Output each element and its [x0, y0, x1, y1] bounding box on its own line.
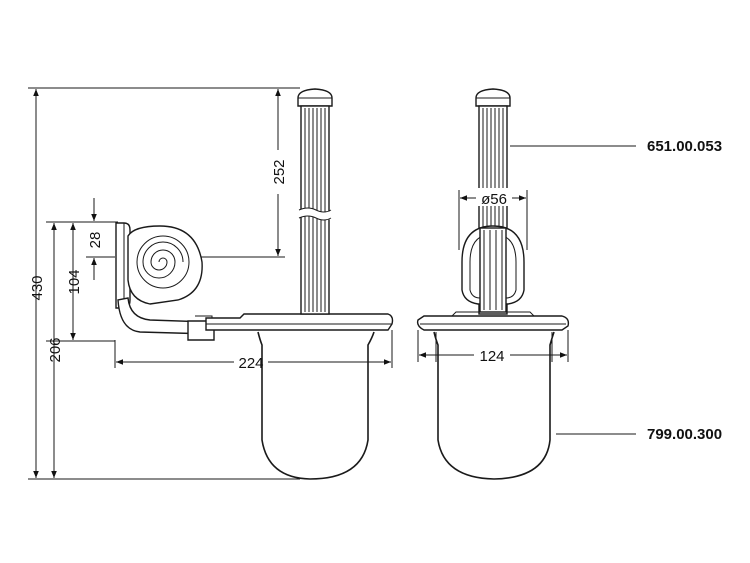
dim-430: 430 [29, 275, 46, 300]
brush-handle-side [297, 88, 334, 315]
dim-124: 124 [479, 348, 504, 365]
side-view: 430 206 104 28 252 224 [28, 87, 394, 480]
dim-252: 252 [271, 159, 288, 184]
front-view: ø56 124 [416, 88, 570, 480]
dim-28: 28 [87, 232, 104, 249]
part-number-holder: 799.00.300 [647, 426, 722, 443]
glass-bowl-front [433, 331, 555, 480]
dim-206: 206 [47, 337, 64, 362]
part-number-brush: 651.00.053 [647, 138, 722, 155]
dim-56: ø56 [481, 191, 507, 208]
dim-224: 224 [238, 355, 263, 372]
dim-104: 104 [66, 269, 83, 294]
glass-bowl-side [257, 331, 375, 480]
